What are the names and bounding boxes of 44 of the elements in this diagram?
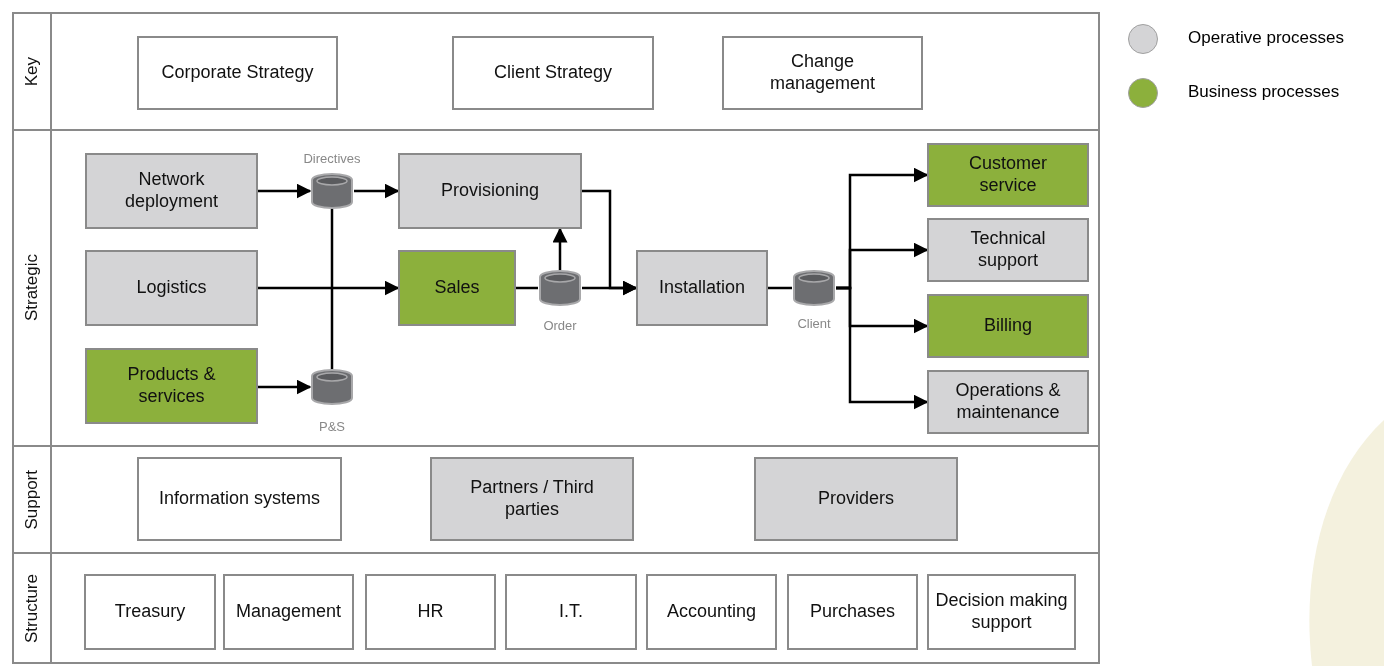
swimlane-band	[12, 12, 1100, 131]
swimlane-band	[12, 445, 1100, 554]
process-box: Decision making support	[927, 574, 1076, 650]
band-label: Structure	[21, 573, 42, 643]
band-label: Support	[21, 469, 42, 530]
process-box: I.T.	[505, 574, 637, 650]
process-box: Installation	[636, 250, 768, 326]
process-box: Operations & maintenance	[927, 370, 1089, 434]
band-label: Strategic	[21, 254, 42, 322]
store-label: Order	[543, 318, 577, 333]
process-box: Management	[223, 574, 354, 650]
legend-label: Business processes	[1188, 82, 1340, 102]
process-box: Client Strategy	[452, 36, 654, 110]
arrow	[582, 189, 638, 296]
process-box: Corporate Strategy	[137, 36, 338, 110]
process-box: Providers	[754, 457, 958, 541]
process-box: Provisioning	[398, 153, 582, 229]
process-box: Partners / Third parties	[430, 457, 634, 541]
store-label: Directives	[303, 151, 361, 166]
process-box: Products & services	[85, 348, 258, 424]
band-label: Key	[21, 56, 42, 87]
arrow	[836, 286, 929, 410]
process-box: Technical support	[927, 218, 1089, 282]
process-box: Customer service	[927, 143, 1089, 207]
process-box: Billing	[927, 294, 1089, 358]
process-box: Purchases	[787, 574, 918, 650]
arrow	[258, 379, 312, 395]
store-label: Client	[797, 316, 831, 331]
process-box: Sales	[398, 250, 516, 326]
process-box: Change management	[722, 36, 923, 110]
swimlane-band	[12, 129, 1100, 447]
process-box: Treasury	[84, 574, 216, 650]
arrow	[258, 280, 400, 296]
arrow	[354, 183, 400, 199]
store-label: P&S	[319, 419, 345, 434]
swimlane-band	[12, 552, 1100, 664]
process-box: Logistics	[85, 250, 258, 326]
process-box: Network deployment	[85, 153, 258, 229]
process-box: Information systems	[137, 457, 342, 541]
arrow	[258, 183, 312, 199]
process-box: HR	[365, 574, 496, 650]
arrow	[552, 227, 568, 270]
legend-label: Operative processes	[1188, 28, 1344, 48]
process-box: Accounting	[646, 574, 777, 650]
